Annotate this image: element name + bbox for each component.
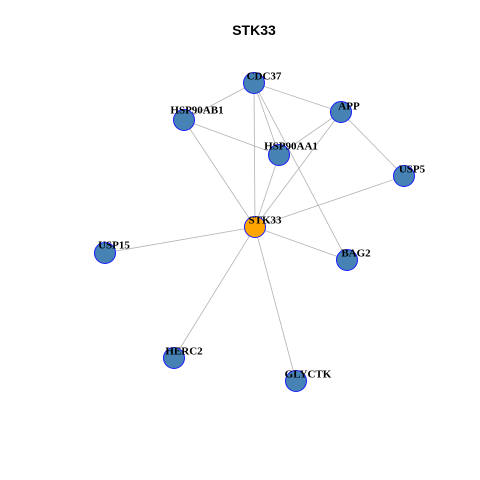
edge-stk33-bag2	[254, 226, 348, 261]
node-label-glyctk: GLYCTK	[285, 369, 332, 381]
edge-stk33-app	[254, 111, 342, 228]
node-circle-hsp90aa1[interactable]	[268, 144, 290, 166]
edge-stk33-herc2	[173, 226, 256, 359]
edge-layer	[104, 82, 405, 382]
node-glyctk[interactable]: GLYCTK	[285, 369, 332, 392]
node-hsp90aa1[interactable]: HSP90AA1	[264, 141, 318, 166]
node-usp15[interactable]: USP15	[94, 240, 131, 264]
node-bag2[interactable]: BAG2	[336, 248, 372, 271]
edge-cdc37-app	[253, 82, 342, 113]
node-app[interactable]: APP	[330, 101, 360, 123]
node-label-cdc37: CDC37	[247, 71, 282, 83]
node-circle-bag2[interactable]	[336, 249, 358, 271]
node-herc2[interactable]: HERC2	[163, 346, 204, 369]
edge-cdc37-hsp90aa1	[253, 82, 280, 156]
node-label-usp15: USP15	[98, 240, 130, 252]
node-circle-stk33[interactable]	[244, 216, 266, 238]
node-circle-herc2[interactable]	[163, 347, 185, 369]
node-hsp90ab1[interactable]: HSP90AB1	[170, 105, 224, 131]
node-circle-usp5[interactable]	[393, 165, 415, 187]
node-label-stk33: STK33	[248, 215, 282, 227]
edge-stk33-usp15	[104, 226, 256, 254]
edge-stk33-usp5	[254, 175, 405, 228]
node-label-hsp90ab1: HSP90AB1	[170, 105, 223, 117]
node-label-herc2: HERC2	[165, 346, 203, 358]
node-circle-hsp90ab1[interactable]	[173, 109, 195, 131]
edge-stk33-cdc37	[253, 82, 256, 228]
edge-cdc37-bag2	[253, 82, 348, 261]
plot-title: STK33	[232, 22, 276, 38]
edge-app-usp5	[340, 111, 405, 177]
node-circle-glyctk[interactable]	[285, 370, 307, 392]
node-label-app: APP	[338, 101, 360, 113]
node-circle-usp15[interactable]	[94, 242, 116, 264]
node-stk33[interactable]: STK33	[244, 215, 283, 238]
node-label-usp5: USP5	[399, 164, 426, 176]
edge-stk33-glyctk	[254, 226, 297, 382]
edge-stk33-hsp90aa1	[254, 154, 280, 228]
node-cdc37[interactable]: CDC37	[243, 71, 282, 94]
node-usp5[interactable]: USP5	[393, 164, 426, 187]
node-label-bag2: BAG2	[341, 248, 371, 260]
edge-hsp90ab1-hsp90aa1	[183, 119, 280, 156]
edge-stk33-hsp90ab1	[183, 119, 256, 228]
node-circle-app[interactable]	[330, 101, 352, 123]
node-circle-cdc37[interactable]	[243, 72, 265, 94]
node-label-hsp90aa1: HSP90AA1	[264, 141, 318, 153]
edge-cdc37-hsp90ab1	[183, 82, 255, 121]
edge-app-hsp90aa1	[278, 111, 342, 156]
